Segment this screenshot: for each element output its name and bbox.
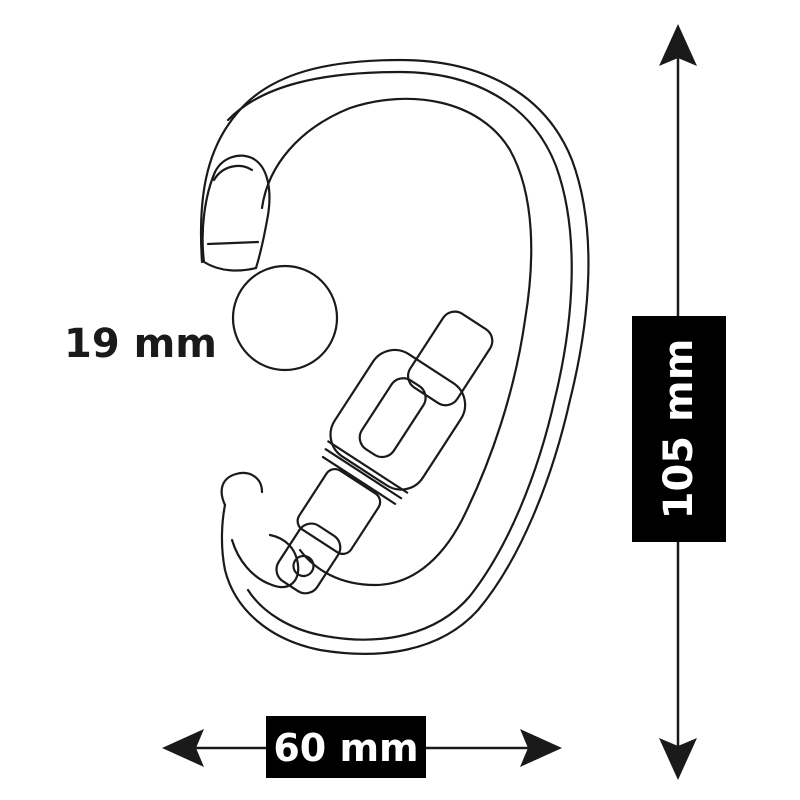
gate-sleeve	[329, 348, 467, 491]
height-arrow-down	[659, 738, 697, 780]
carabiner-frame-opening	[260, 97, 533, 587]
width-label: 60 mm	[273, 726, 418, 770]
gate-sleeve-window	[358, 377, 427, 459]
carabiner-lower-nose	[220, 471, 264, 507]
height-arrow-up	[659, 24, 697, 66]
carabiner-illustration	[199, 58, 590, 655]
height-label-box	[632, 316, 726, 542]
height-dimension: 105 mm	[632, 24, 726, 780]
gate-assembly	[275, 310, 494, 595]
carabiner-frame-outer	[199, 58, 590, 655]
gate-collar-line-1	[327, 440, 409, 494]
gate-collar-line-3	[321, 455, 397, 505]
gate-opening-circle	[231, 264, 339, 372]
gate-hinge-pin	[292, 554, 315, 578]
gate-collar-line-2	[324, 448, 403, 500]
width-arrow-right	[520, 729, 562, 767]
gate-hinge-tab	[275, 522, 342, 595]
height-label: 105 mm	[656, 339, 702, 520]
carabiner-frame-inner	[226, 70, 573, 641]
carabiner-nose-inner	[212, 164, 254, 182]
carabiner-nose-notch	[206, 240, 260, 246]
width-dimension: 60 mm	[162, 716, 562, 778]
carabiner-lower-hook	[230, 533, 300, 589]
width-label-box	[266, 716, 426, 778]
carabiner-nose	[201, 154, 271, 272]
gate-opening-label: 19 mm	[64, 321, 217, 367]
width-arrow-left	[162, 729, 204, 767]
gate-hinge	[296, 467, 382, 555]
